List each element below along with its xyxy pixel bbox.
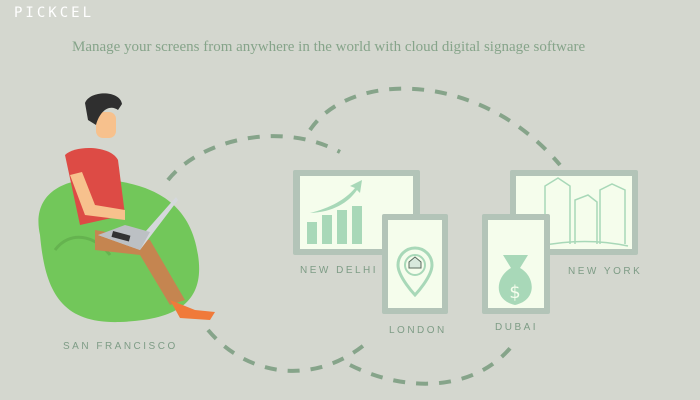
city-label-london: LONDON bbox=[389, 325, 447, 336]
city-label-new-delhi: NEW DELHI bbox=[300, 265, 379, 276]
city-label-new-york: NEW YORK bbox=[568, 266, 643, 277]
city-label-dubai: DUBAI bbox=[495, 322, 539, 333]
skyscrapers-icon bbox=[510, 170, 638, 255]
location-pin-icon bbox=[382, 214, 448, 314]
city-label-san-francisco: SAN FRANCISCO bbox=[63, 341, 178, 352]
tagline: Manage your screens from anywhere in the… bbox=[72, 39, 586, 55]
connection-dashes bbox=[166, 86, 562, 386]
pickcel-logo: PICKCEL bbox=[14, 5, 95, 21]
person-laptop-icon bbox=[38, 93, 215, 323]
money-bag-icon: $ bbox=[482, 214, 550, 314]
svg-text:$: $ bbox=[509, 282, 520, 303]
